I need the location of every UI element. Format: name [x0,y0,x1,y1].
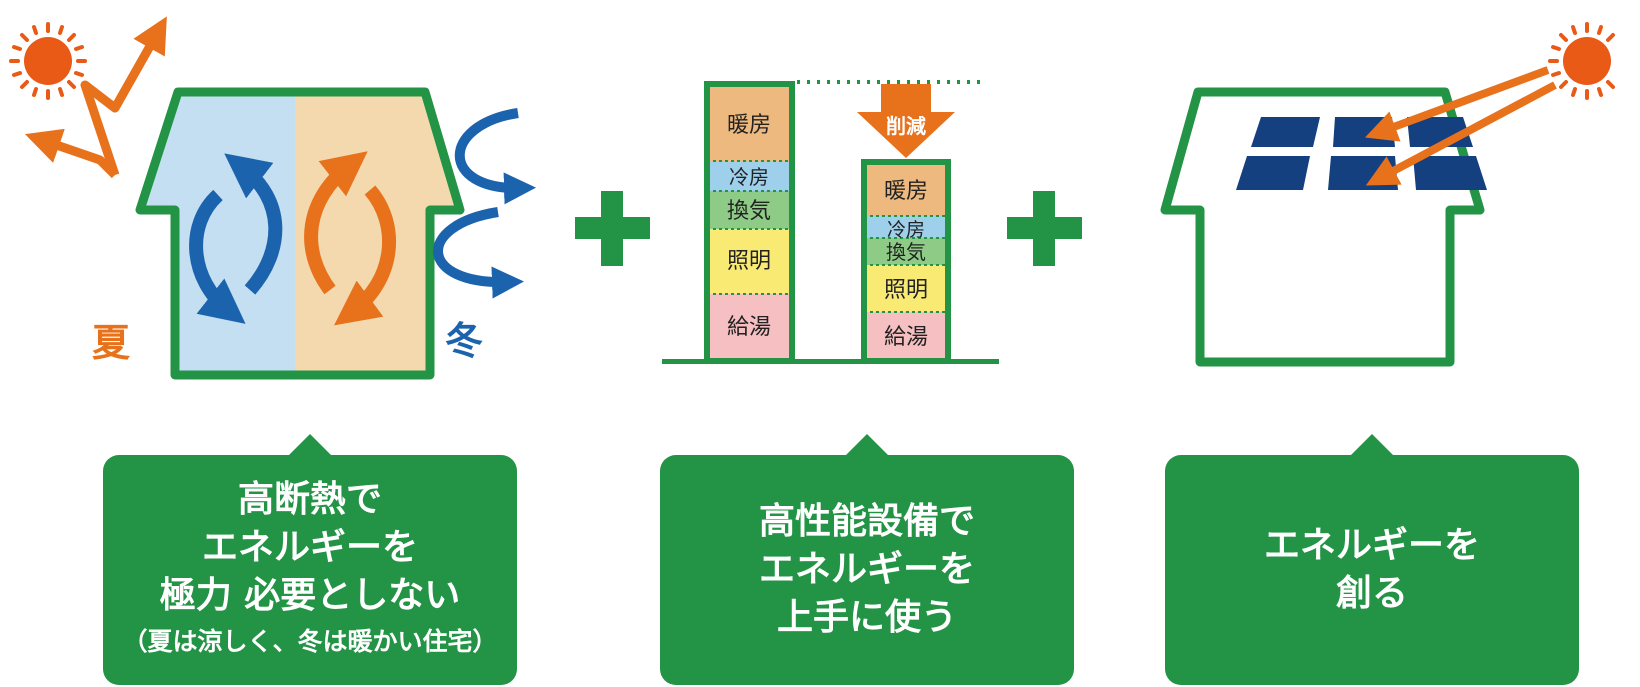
bar-label-lighting: 照明 [884,278,928,303]
card-efficient-equipment: 高性能設備で エネルギーを 上手に使う [660,434,1074,685]
bar-label-ventilation: 換気 [886,240,926,264]
energy-bar-after: 暖房 冷房 換気 照明 給湯 [861,159,951,364]
sunlight-arrows [1364,66,1557,186]
bar-label-hot-water: 給湯 [884,325,928,350]
card-line: エネルギーを [1263,525,1480,566]
card-high-insulation: 高断熱で エネルギーを 極力 必要としない （夏は涼しく、冬は暖かい住宅） [103,434,517,685]
solar-panel-icon [1236,117,1487,190]
card-line: 上手に使う [776,597,957,638]
reflected-sunlight-arrows [24,16,167,179]
energy-comparison: 暖房 冷房 換気 照明 給湯 暖房 冷房 換気 照明 給湯 [662,80,999,364]
plus-icon [575,191,650,266]
winter-label: 冬 [445,319,483,363]
sun-icon [1548,22,1615,100]
card-line: 高断熱で [237,479,382,520]
insulated-house [135,87,465,380]
card-note: （夏は涼しく、冬は暖かい住宅） [122,627,498,656]
bar-label-cooling: 冷房 [887,219,925,241]
card-create-energy: エネルギーを 創る [1165,434,1579,685]
reduction-arrow-icon: 削減 [857,84,955,158]
sun-icon [9,22,87,100]
card-line: エネルギーを [758,549,975,590]
bar-label-lighting: 照明 [727,249,771,274]
bar-label-ventilation: 換気 [727,199,771,224]
card-line: 創る [1335,573,1408,614]
cool-air-circulation-arrows [189,153,283,324]
card-line: エネルギーを [201,527,418,568]
bar-label-heating: 暖房 [884,179,928,204]
bar-label-heating: 暖房 [727,113,771,138]
plus-icon [1007,191,1082,266]
reduction-label: 削減 [886,114,926,138]
warm-air-circulation-arrows [304,151,396,326]
bar-label-hot-water: 給湯 [727,315,771,340]
energy-bar-before: 暖房 冷房 換気 照明 給湯 [704,81,795,364]
card-line: 高性能設備で [758,501,975,542]
summer-label: 夏 [92,321,131,365]
bar-label-cooling: 冷房 [729,165,769,189]
heat-outflow-arrows [433,108,536,299]
solar-house [1160,87,1487,367]
card-line: 極力 必要としない [159,575,461,616]
